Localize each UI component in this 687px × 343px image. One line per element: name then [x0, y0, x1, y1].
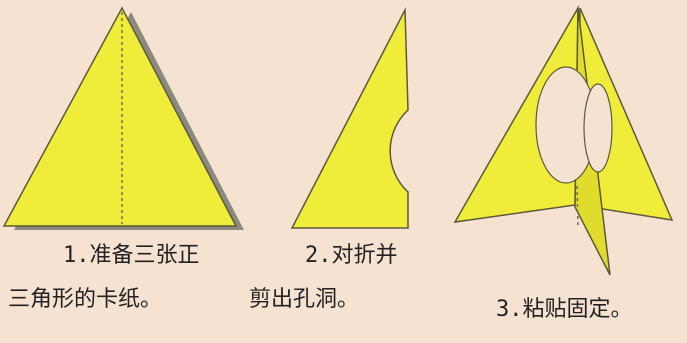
- step2-caption-line1: 2.对折并: [305, 243, 398, 268]
- step3-caption: 3.粘贴固定。: [496, 297, 633, 322]
- step1-caption-line1: 1.准备三张正: [63, 243, 200, 268]
- step2-card-face: [290, 7, 409, 229]
- step3-fold-line: [576, 185, 579, 229]
- step2-folded-card: [290, 7, 409, 229]
- step1-card-face: [2, 6, 238, 227]
- step2-caption-line2: 剪出孔洞。: [249, 287, 360, 312]
- step3-assembled-shape: [453, 5, 674, 276]
- step3-hole-right: [583, 83, 613, 173]
- step1-triangle-card: [2, 6, 244, 230]
- step1-caption-line2: 三角形的卡纸。: [8, 287, 163, 312]
